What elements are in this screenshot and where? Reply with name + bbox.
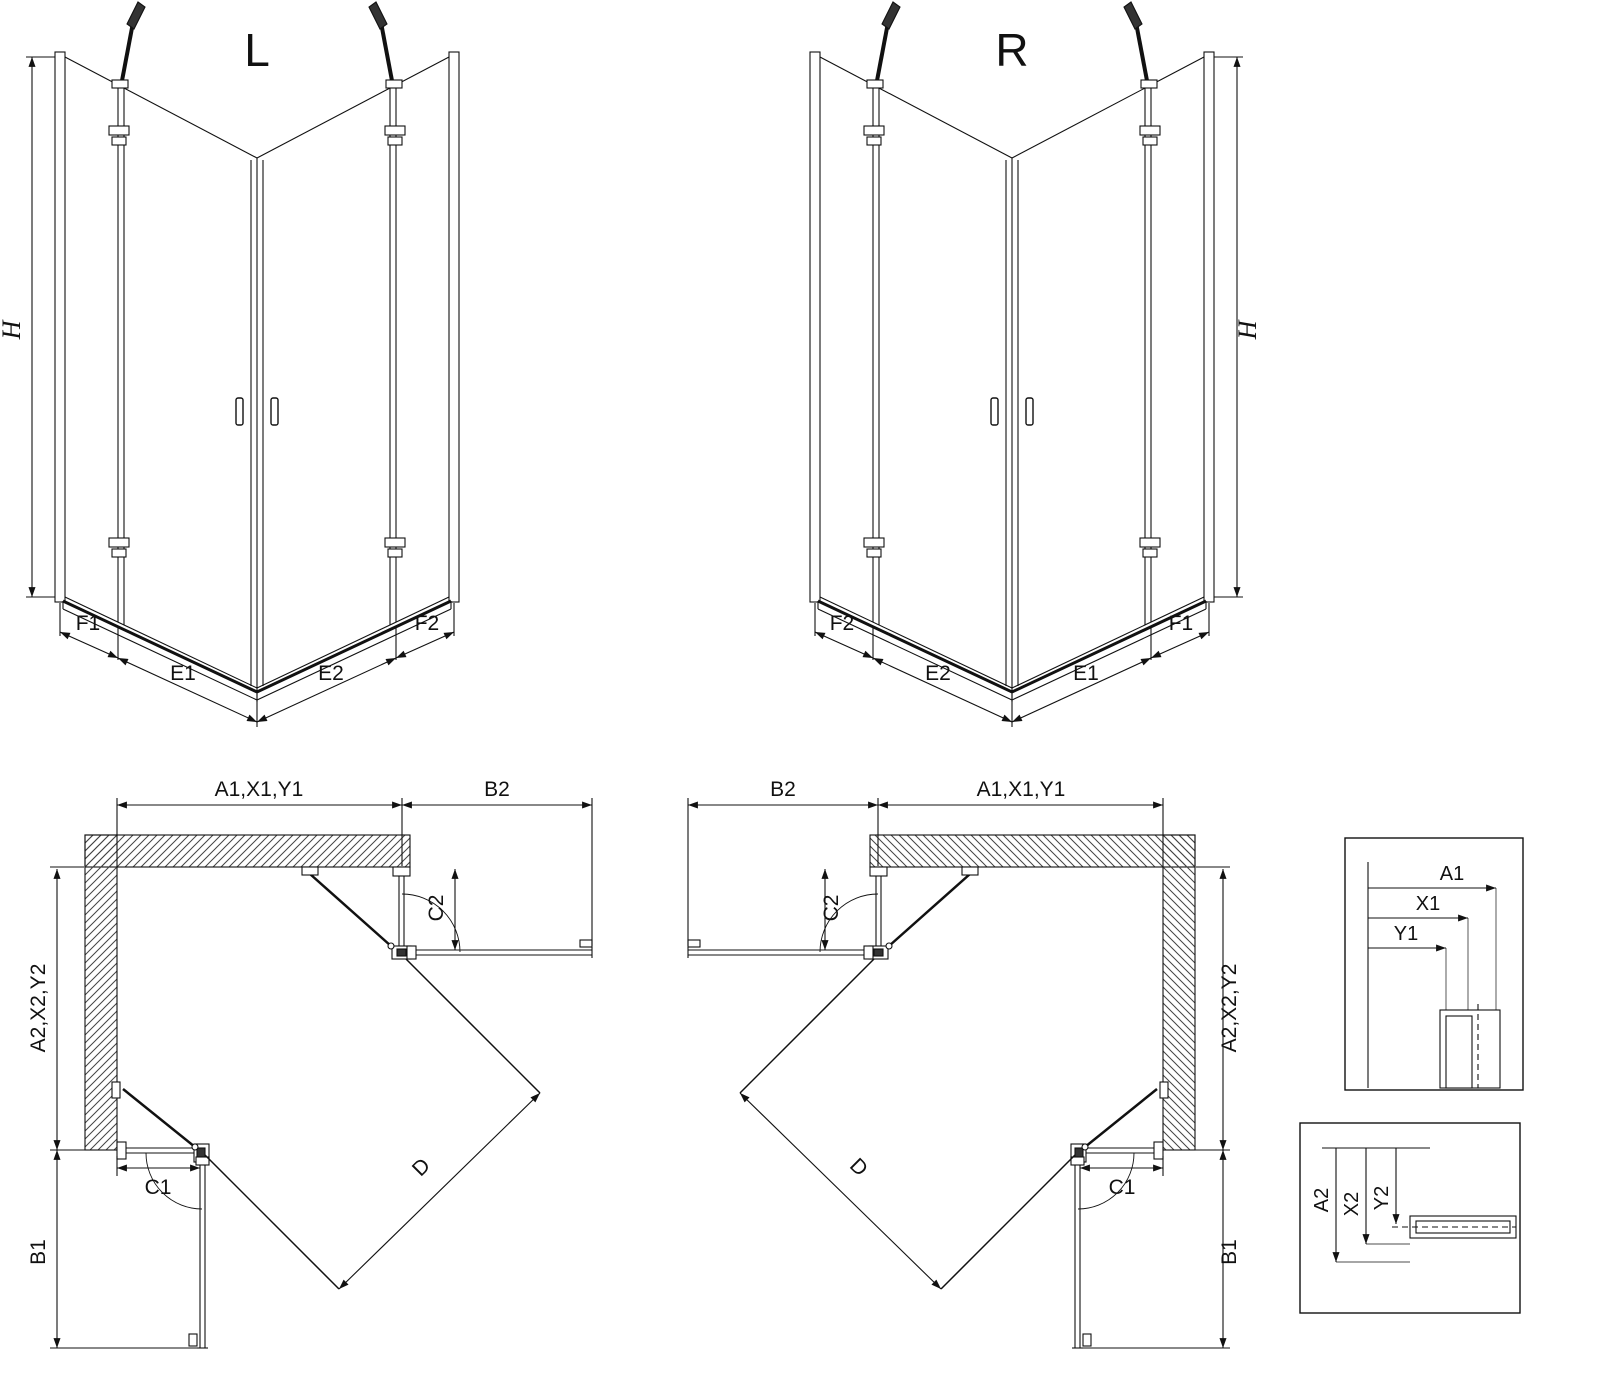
detail-label-x2: X2 — [1341, 1192, 1363, 1216]
plan-view-right: B2 A1,X1,Y1 C2 A2,X2,Y2 C1 B1 D — [688, 778, 1241, 1348]
dim-label-h-right: H — [1233, 319, 1262, 340]
dim-label-e2-right: E2 — [925, 662, 951, 685]
detail-label-x1: X1 — [1416, 893, 1440, 915]
dim-label-e1-right: E1 — [1073, 662, 1099, 685]
dim-label-b1-left: B1 — [27, 1239, 50, 1265]
front-view-right: R H F2 E2 E1 F1 — [810, 2, 1262, 727]
dim-label-c2-left: C2 — [425, 895, 448, 922]
wall-profile-section-top — [1439, 1004, 1501, 1089]
dim-label-f1-left: F1 — [76, 612, 101, 635]
dim-label-a2x2y2-left: A2,X2,Y2 — [27, 964, 50, 1053]
front-view-left: L H F1 E1 E2 F2 — [0, 2, 459, 727]
dim-label-c1-left: C1 — [145, 1176, 172, 1199]
detail-label-a2: A2 — [1311, 1188, 1333, 1212]
plan-view-left: A1,X1,Y1 B2 C2 A2,X2,Y2 C1 B1 D — [27, 778, 592, 1348]
dim-label-a2x2y2-right: A2,X2,Y2 — [1218, 964, 1241, 1053]
plan-geometry-left — [50, 798, 592, 1348]
dim-label-a1x1y1-right: A1,X1,Y1 — [977, 778, 1066, 801]
dim-label-a1x1y1-left: A1,X1,Y1 — [215, 778, 304, 801]
dim-label-c2-right: C2 — [820, 895, 843, 922]
wall-profile-section-bottom — [1392, 1215, 1517, 1239]
detail-profile-bottom: A2 X2 Y2 — [1299, 1122, 1521, 1314]
variant-label-left: L — [244, 24, 270, 76]
dim-label-b2-right: B2 — [770, 778, 796, 801]
detail-label-y2: Y2 — [1371, 1186, 1393, 1210]
dim-label-b1-right: B1 — [1218, 1239, 1241, 1265]
dim-label-b2-left: B2 — [484, 778, 510, 801]
dim-label-f2-right: F2 — [830, 612, 855, 635]
detail-label-a1: A1 — [1440, 863, 1464, 885]
detail-label-y1: Y1 — [1394, 923, 1418, 945]
dim-label-e2-left: E2 — [318, 662, 344, 685]
dim-label-e1-left: E1 — [170, 662, 196, 685]
dim-label-h-left: H — [0, 319, 26, 340]
dim-label-d-right: D — [845, 1154, 872, 1181]
dim-label-c1-right: C1 — [1109, 1176, 1136, 1199]
variant-label-right: R — [995, 24, 1028, 76]
dim-label-f1-right: F1 — [1169, 612, 1194, 635]
dim-label-d-left: D — [408, 1154, 435, 1181]
detail-profile-top: A1 X1 Y1 — [1344, 837, 1524, 1091]
dim-label-f2-left: F2 — [415, 612, 440, 635]
plan-geometry-right — [688, 798, 1230, 1348]
